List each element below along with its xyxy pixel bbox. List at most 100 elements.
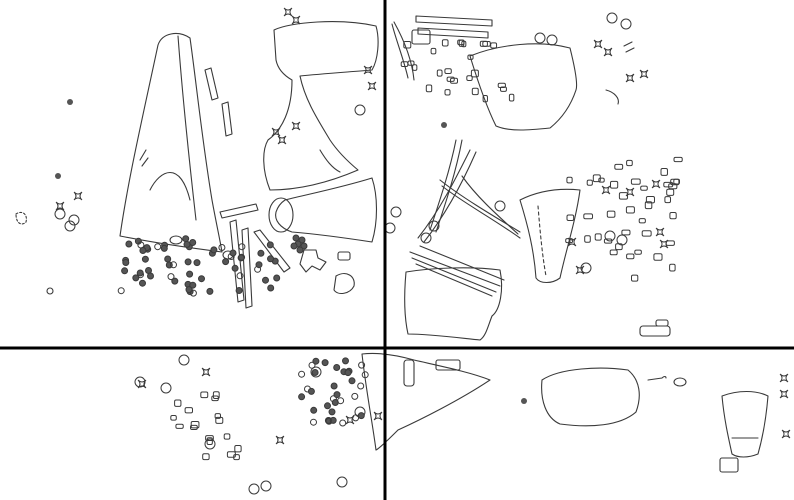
nodule [266,241,274,249]
rect-fragment [430,47,437,55]
star-shaped-fragments [55,7,791,445]
nodule [307,387,315,395]
nodule [290,242,298,250]
rect-fragment [641,230,652,237]
rect-fragment [425,84,433,93]
star-fragment [73,191,83,201]
rect-fragment [490,42,498,49]
rect-fragment [202,453,210,461]
ring-fragment [218,244,226,251]
star-fragment [201,367,211,377]
rect-fragment [450,77,459,84]
nodule [292,234,300,242]
nodule [122,259,130,266]
rect-fragment [594,233,602,241]
nodule [296,246,304,254]
nodule [125,240,133,248]
nodule [262,276,269,284]
star-fragment [291,15,301,25]
nodule [267,255,274,263]
vessel-bone-lower-right [719,390,769,473]
rect-fragment [479,40,488,47]
nodule [139,247,147,254]
rect-fragment [663,181,674,188]
star-fragment [601,185,611,195]
rect-fragment [583,213,594,220]
nodule [136,269,144,277]
rect-fragment [175,423,184,429]
rect-fragment [205,435,214,442]
ring-fragment [238,243,246,251]
rect-fragment [584,235,591,243]
ring-fragment [117,287,125,295]
ring-fragment [428,220,440,232]
nodule [333,364,341,371]
nodule [348,377,356,385]
star-fragment [779,373,789,383]
star-fragment [137,379,147,389]
rect-fragment [566,214,575,221]
blob-bone-lower-right [541,367,640,427]
star-fragment [367,81,377,91]
rect-fragment [592,174,601,183]
nodule [186,270,194,278]
nodule [210,246,218,254]
rect-fragment [634,249,642,255]
rect-fragment [170,415,177,421]
ring-fragment [339,419,347,427]
nodule [342,357,349,365]
nodule [267,284,275,292]
ring-fragment [204,438,216,450]
ring-fragment [420,232,432,244]
rect-fragment [190,421,200,429]
ring-fragment [616,234,628,246]
rect-fragment [669,212,677,220]
rect-fragment [664,196,672,204]
star-fragment [291,121,301,131]
ring-fragment [170,261,177,269]
rect-fragment [500,86,507,92]
ring-fragment [160,382,172,394]
rect-fragment [645,196,655,204]
rect-fragment [200,391,209,399]
ring-fragment [167,273,175,281]
nodule [330,382,338,390]
nodule [310,406,318,414]
nodule [189,281,197,289]
rect-fragment [630,178,641,185]
rib-bones-centre-right [417,139,521,243]
rect-fragment [644,201,653,210]
single-dark-dots [55,99,527,404]
star-fragment [275,435,285,445]
rect-fragment [212,391,220,399]
nodule [206,287,214,295]
nodule [298,236,306,244]
rect-fragment [214,413,221,419]
rect-fragment [625,206,635,214]
nodule [147,272,154,280]
nodule [160,244,168,252]
ring-fragment [352,414,360,422]
ring-fragment [358,361,366,369]
rect-fragment [215,416,224,424]
ring-fragment [308,361,316,369]
star-fragment [651,179,661,189]
rect-fragment [471,87,479,96]
nodule [231,264,239,272]
thin-fragments-upper-left [204,67,291,309]
star-fragment [625,73,635,83]
ring-fragment [238,253,246,261]
rect-fragment [631,274,639,282]
ring-fragment [336,476,348,488]
nodule [184,258,192,266]
rect-fragment [508,93,515,102]
rect-fragment [610,180,619,189]
nodule [164,255,172,263]
ring-fragment [606,12,618,24]
rect-fragment [174,399,182,407]
ring-fragment [64,220,76,232]
rect-fragment [436,69,443,77]
nodule [185,286,193,294]
rect-fragment [441,39,449,47]
